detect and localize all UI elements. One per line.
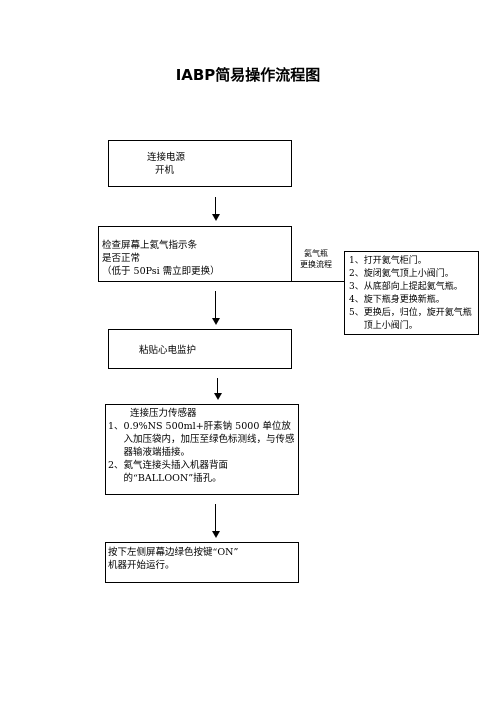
step-pressure-heading: 连接压力传感器 bbox=[130, 408, 197, 419]
step-ecg-text: 粘贴心电监护 bbox=[139, 345, 197, 356]
helium-step: 1、打开氦气柜门。 bbox=[349, 256, 427, 266]
step-ecg-box: 粘贴心电监护 bbox=[108, 329, 292, 369]
step-power-line1: 连接电源 bbox=[147, 152, 186, 163]
step-check-screen-box: 检查屏幕上氦气指示条 是否正常 （低于 50Psi 需立即更换） bbox=[98, 226, 292, 282]
step-pressure-sensor-box: 连接压力传感器 1、0.9%NS 500ml+肝素钠 5000 单位放入加压袋内… bbox=[105, 404, 299, 495]
helium-label-line2: 更换流程 bbox=[300, 260, 332, 269]
helium-steps-list: 1、打开氦气柜门。 2、旋闭氦气顶上小阀门。 3、从底部向上提起氦气瓶。 4、旋… bbox=[349, 255, 476, 333]
step-check-line3: （低于 50Psi 需立即更换） bbox=[102, 266, 220, 277]
step-start-line1: 按下左侧屏幕边绿色按键“ON” bbox=[108, 547, 239, 558]
helium-step: 2、旋闭氦气顶上小阀门。 bbox=[349, 269, 454, 279]
arrow-2 bbox=[212, 291, 220, 325]
connector-line bbox=[292, 281, 344, 282]
step-power-box: 连接电源 开机 bbox=[108, 140, 292, 187]
step-power-line2: 开机 bbox=[155, 165, 175, 176]
helium-label-line1: 氦气瓶 bbox=[304, 249, 328, 258]
step-start-line2: 机器开始运行。 bbox=[108, 560, 175, 571]
pressure-steps-list: 1、0.9%NS 500ml+肝素钠 5000 单位放入加压袋内，加压至绿色标测… bbox=[108, 420, 296, 485]
helium-step: 3、从底部向上提起氦气瓶。 bbox=[349, 282, 463, 292]
pressure-step: 1、0.9%NS 500ml+肝素钠 5000 单位放入加压袋内，加压至绿色标测… bbox=[108, 421, 295, 458]
step-check-line1: 检查屏幕上氦气指示条 bbox=[102, 240, 198, 251]
arrow-3 bbox=[214, 378, 222, 400]
arrow-1 bbox=[212, 197, 220, 221]
helium-change-label: 氦气瓶 更换流程 bbox=[291, 248, 341, 270]
helium-step: 5、更换后，归位，旋开氦气瓶顶上小阀门。 bbox=[349, 308, 472, 331]
page-title: IABP简易操作流程图 bbox=[175, 66, 321, 84]
arrow-4 bbox=[212, 504, 220, 538]
pressure-step: 2、氦气连接头插入机器背面的“BALLOON”插孔。 bbox=[108, 460, 229, 484]
step-check-line2: 是否正常 bbox=[102, 253, 141, 264]
helium-steps-box: 1、打开氦气柜门。 2、旋闭氦气顶上小阀门。 3、从底部向上提起氦气瓶。 4、旋… bbox=[344, 251, 479, 335]
step-start-box: 按下左侧屏幕边绿色按键“ON” 机器开始运行。 bbox=[105, 542, 299, 583]
helium-step: 4、旋下瓶身更换新瓶。 bbox=[349, 295, 445, 305]
